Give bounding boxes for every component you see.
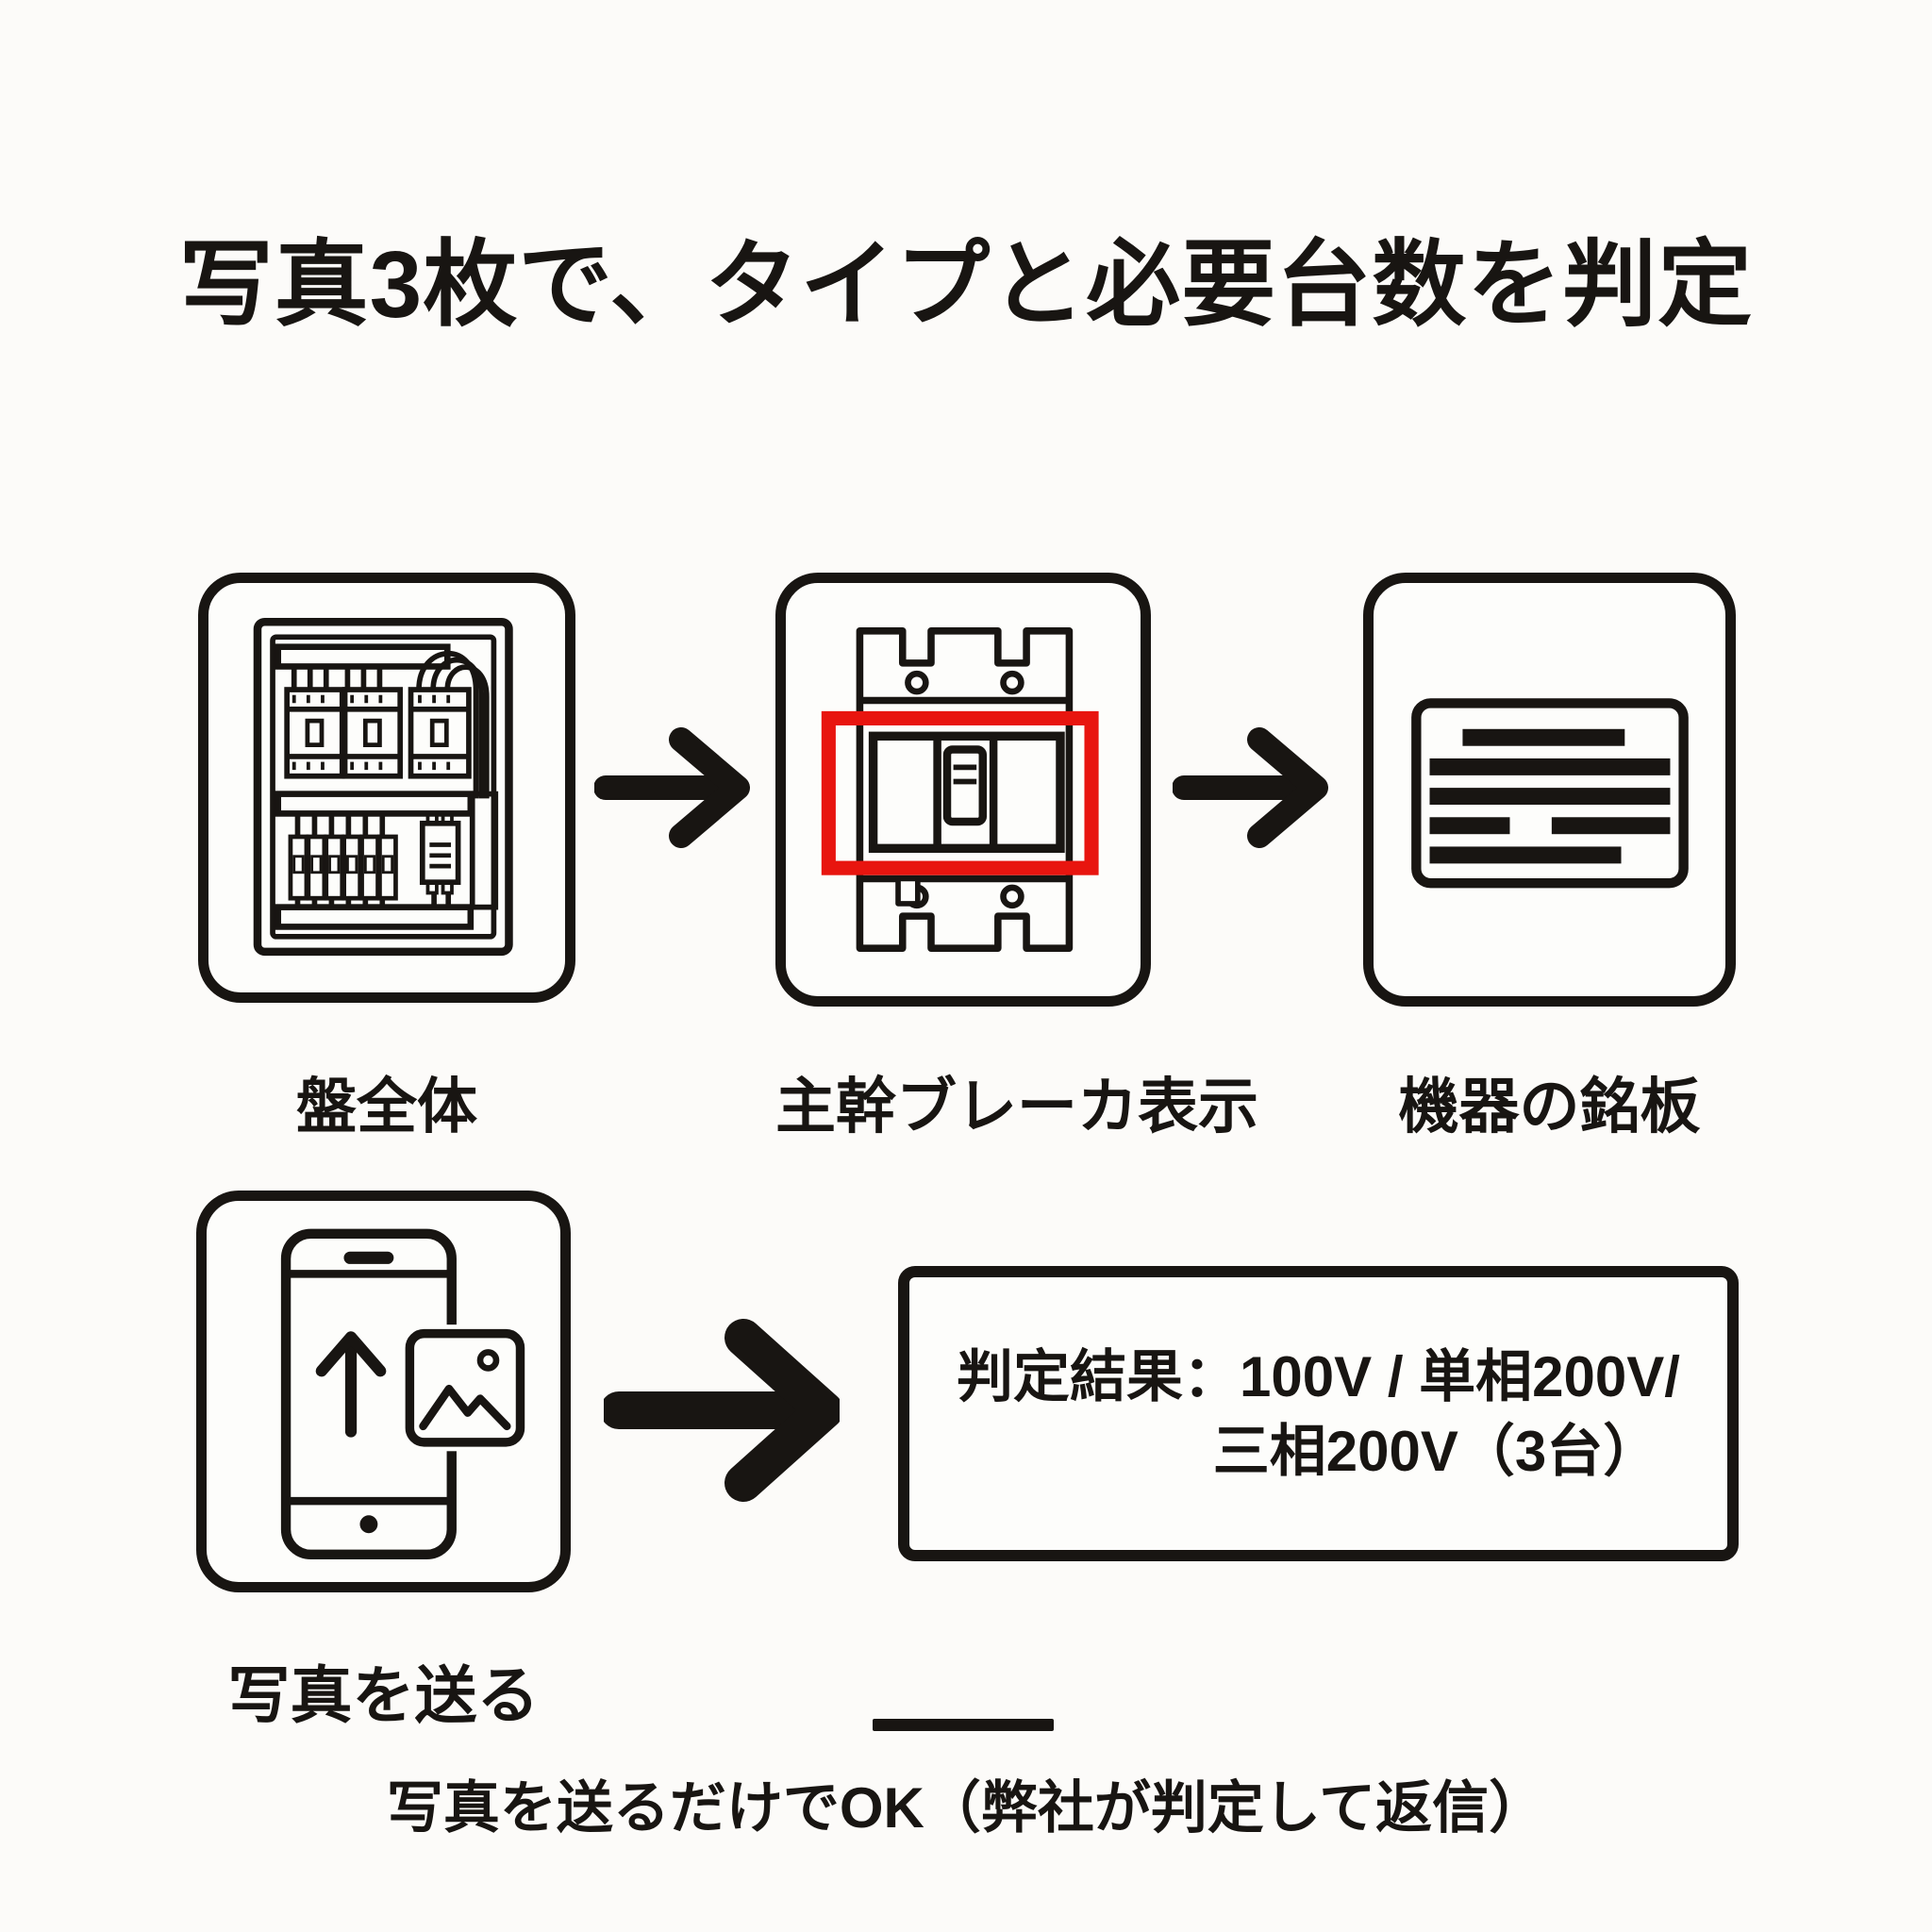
panel-bus-bars — [275, 643, 499, 930]
result-line-2: 三相200V（3台） — [1212, 1419, 1660, 1483]
page-title: 写真3枚で、タイプと必要台数を判定 — [178, 232, 1754, 338]
result-box: 判定結果：100V / 単相200V/ 三相200V（3台） — [898, 1266, 1739, 1561]
divider-line — [873, 1719, 1054, 1731]
step1-label: 盤全体 — [296, 1073, 477, 1141]
panel-enclosure — [253, 617, 513, 957]
nameplate-icon — [1411, 698, 1689, 889]
photo-icon — [400, 1324, 529, 1452]
breaker-face — [868, 731, 1065, 854]
distribution-panel-icon — [253, 617, 513, 957]
arrow-right-icon — [1173, 727, 1328, 848]
step2-label: 主幹ブレーカ表示 — [775, 1073, 1258, 1141]
panel-wires — [291, 651, 490, 908]
send-step-label: 写真を送る — [227, 1660, 540, 1730]
result-line-1: 判定結果：100V / 単相200V/ — [957, 1344, 1680, 1408]
mountains — [419, 1384, 511, 1431]
nameplate-text-bars — [1429, 728, 1671, 864]
nameplate-plate — [1411, 698, 1689, 889]
branch-breakers-row — [288, 834, 398, 901]
step3-label: 機器の銘板 — [1398, 1073, 1701, 1141]
arrow-right-icon — [604, 1319, 840, 1502]
send-photos-box — [196, 1191, 571, 1592]
main-breakers-row — [284, 687, 472, 779]
main-breaker-highlight-icon — [821, 627, 1099, 952]
step3-nameplate-box — [1363, 573, 1736, 1007]
sun-icon — [476, 1349, 500, 1372]
phone-photo-upload-icon — [280, 1228, 529, 1560]
phone-home-button — [359, 1515, 378, 1534]
step1-panel-box — [198, 573, 575, 1003]
upload-arrow-icon — [315, 1331, 387, 1438]
step2-breaker-box — [775, 573, 1151, 1007]
footer-note: 写真を送るだけでOK（弊社が判定して返信） — [386, 1776, 1546, 1840]
toggle-switch — [942, 745, 988, 826]
arrow-right-icon — [594, 727, 750, 848]
phone-speaker — [343, 1251, 394, 1264]
contactor-device — [419, 810, 461, 895]
red-highlight-frame — [821, 710, 1099, 875]
breaker-body — [856, 627, 1074, 952]
